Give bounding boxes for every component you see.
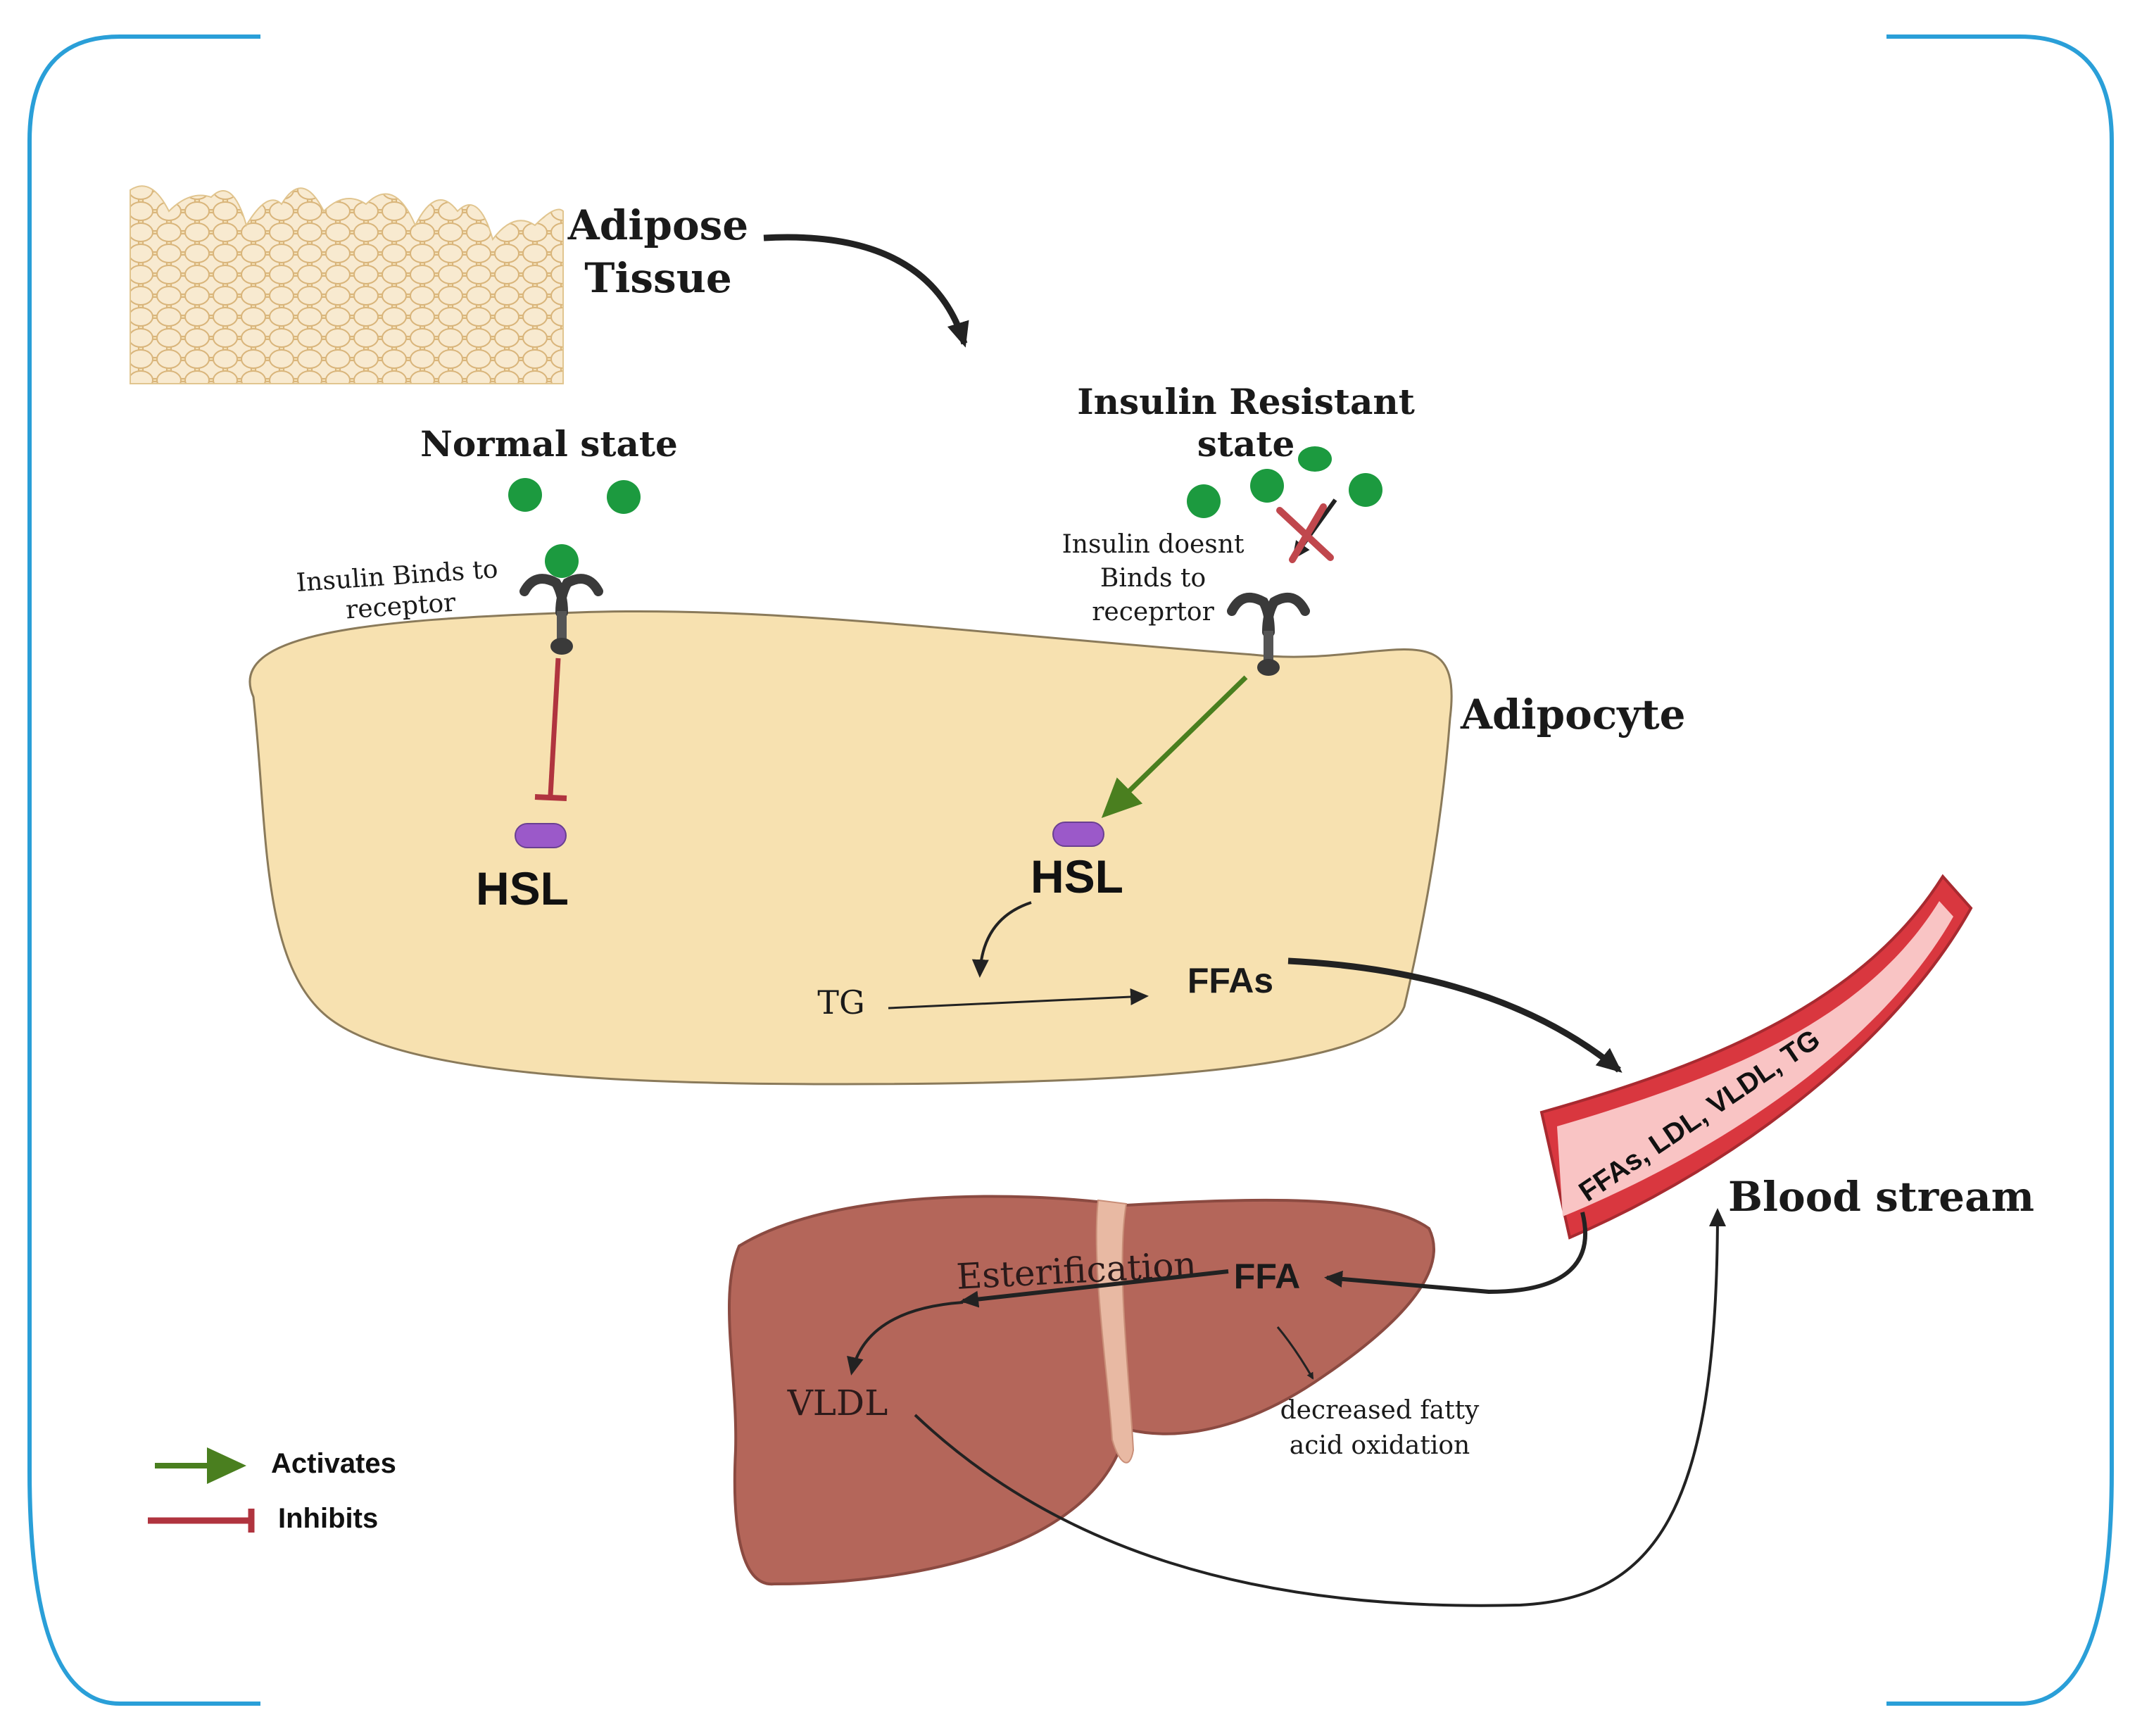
insulin-doesnt-bind-label-2: Binds to <box>1100 564 1206 593</box>
insulin-receptor-resistant <box>1227 592 1310 676</box>
insulin-doesnt-bind-label: Insulin doesnt <box>1062 530 1245 559</box>
decreased-oxidation-label: decreased fatty <box>1280 1396 1480 1425</box>
insulin-resistant-label-2: state <box>1197 423 1295 465</box>
insulin-resistant-label: Insulin Resistant <box>1077 381 1415 422</box>
insulin-molecule <box>1298 446 1332 472</box>
blood-vessel <box>1539 874 1973 1240</box>
adipose-to-cell-arrow <box>763 234 969 348</box>
activate-arrow-resistant <box>1101 675 1248 818</box>
decreased-oxidation-label-2: acid oxidation <box>1290 1431 1470 1460</box>
ffa-to-oxidation-arrow <box>1276 1326 1314 1380</box>
vldl-to-blood-arrow <box>914 1208 1726 1607</box>
insulin-doesnt-bind-label-3: receprtor <box>1092 598 1214 627</box>
insulin-binds-label: Insulin Binds to <box>296 555 499 598</box>
inhibit-line-normal <box>534 658 567 801</box>
insulin-molecule <box>1349 473 1382 507</box>
insulin-molecule-bound <box>545 544 579 578</box>
adipocyte-cell <box>248 610 1453 1086</box>
insulin-molecule <box>508 478 542 512</box>
frame <box>27 34 2114 1706</box>
blocked-cross-icon <box>1276 503 1334 563</box>
hsl-label-resistant: HSL <box>1031 850 1123 902</box>
hsl-to-tg-arrow <box>971 901 1032 978</box>
ffa-label: FFA <box>1234 1257 1300 1296</box>
vldl-label: VLDL <box>787 1383 888 1423</box>
insulin-molecule <box>607 480 641 514</box>
ffa-to-esterification-arrow <box>960 1269 1229 1308</box>
adipose-tissue-illustration <box>130 185 564 384</box>
liver <box>728 1195 1435 1586</box>
blood-stream-label: Blood stream <box>1728 1173 2034 1221</box>
insulin-receptor-normal <box>519 574 603 655</box>
hsl-enzyme <box>1052 822 1104 847</box>
legend: Activates Inhibits <box>148 1447 396 1534</box>
adipose-tissue-label: Adipose <box>567 201 748 249</box>
tg-to-ffas-arrow <box>888 988 1149 1009</box>
insulin-molecule <box>1250 469 1284 503</box>
ffas-to-blood-arrow <box>1287 957 1623 1073</box>
hsl-enzyme <box>515 823 567 848</box>
ffas-label: FFAs <box>1187 961 1273 1000</box>
insulin-molecule <box>1187 484 1221 518</box>
hsl-label-normal: HSL <box>476 862 569 914</box>
legend-activates-label: Activates <box>271 1448 396 1479</box>
tg-label: TG <box>817 983 864 1021</box>
esterification-to-vldl-arrow <box>847 1301 964 1376</box>
adipose-tissue-label-2: Tissue <box>584 254 732 302</box>
blood-to-ffa-arrow <box>1324 1212 1587 1295</box>
legend-inhibits-label: Inhibits <box>278 1503 378 1534</box>
normal-state-label: Normal state <box>420 423 678 465</box>
adipocyte-label: Adipocyte <box>1460 691 1686 738</box>
